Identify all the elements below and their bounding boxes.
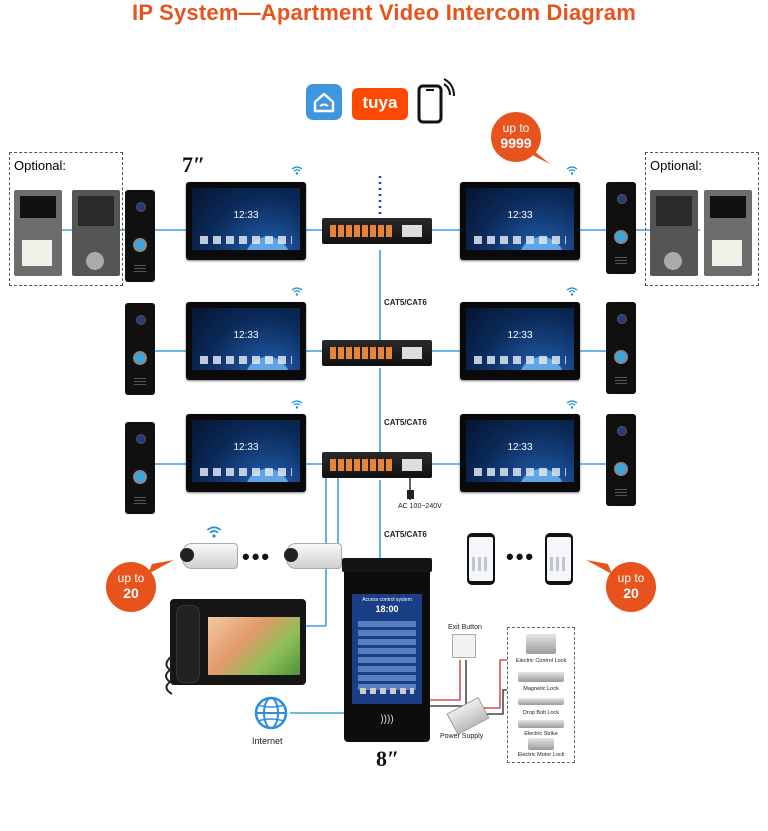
ip-camera-2	[284, 543, 342, 569]
power-input-label: AC 100~240V	[398, 503, 442, 510]
poe-switch-1	[322, 218, 432, 244]
lock-label: Electric Control Lock	[515, 658, 567, 664]
optional-label-left: Optional:	[14, 158, 67, 173]
monitor-clock: 12:33	[233, 442, 259, 453]
badge-monitor-count: up to 9999	[491, 112, 541, 162]
internet-label: Internet	[252, 736, 283, 746]
outdoor-station-rfid-left	[14, 190, 62, 276]
ip-camera-1	[180, 543, 238, 569]
electric-motor-lock-icon	[528, 738, 554, 750]
door-station-left-3	[125, 422, 155, 514]
wifi-icon	[566, 166, 578, 175]
handset-cord	[165, 656, 173, 695]
desk-monitor-handset	[170, 599, 306, 685]
access-screen: Access control system 18:00	[352, 594, 422, 704]
monitor-clock: 12:33	[507, 442, 533, 453]
locks-box: Electric Control Lock Magnetic Lock Drop…	[507, 627, 575, 763]
electric-strike-icon	[518, 720, 564, 728]
indoor-monitor-right-2: 12:33	[460, 302, 580, 380]
indoor-monitor-right-1: 12:33	[460, 182, 580, 260]
wifi-icon	[291, 400, 303, 409]
phone-ellipsis: •••	[506, 544, 536, 569]
power-supply-label: Power Supply	[440, 733, 484, 740]
camera-ellipsis: •••	[242, 544, 272, 569]
indoor-monitor-left-1: 12:33	[186, 182, 306, 260]
indoor-monitor-left-2: 12:33	[186, 302, 306, 380]
smartphone-2	[545, 533, 573, 585]
badge-pointer	[586, 560, 612, 574]
badge-camera-count: up to 20	[106, 562, 156, 612]
smartphone-1	[467, 533, 495, 585]
door-station-right-2	[606, 302, 636, 394]
outdoor-station-camera-right	[650, 190, 698, 276]
indoor-monitor-right-3: 12:33	[460, 414, 580, 492]
outdoor-station-camera-left	[72, 190, 120, 276]
lock-label: Electric Strike	[524, 731, 558, 737]
monitor-clock: 12:33	[233, 330, 259, 341]
door-station-left-2	[125, 303, 155, 395]
door-station-left-1	[125, 190, 155, 282]
outdoor-station-rfid-right	[704, 190, 752, 276]
access-control-panel: Access control system 18:00 ))))	[342, 558, 432, 742]
badge-pointer	[148, 560, 174, 574]
exit-button-label: Exit Button	[448, 624, 482, 631]
badge-monitor-line1: up to	[502, 121, 530, 135]
cable-label: CAT5/CAT6	[383, 530, 428, 539]
door-station-right-3	[606, 414, 636, 506]
smartphone-wifi-icon	[416, 78, 456, 124]
monitor-clock: 12:33	[233, 210, 259, 221]
cable-label: CAT5/CAT6	[383, 298, 428, 307]
wifi-icon	[566, 400, 578, 409]
wifi-icon	[291, 166, 303, 175]
monitor-size-label: 7″	[182, 152, 206, 177]
lock-label: Magnetic Lock	[523, 686, 559, 692]
internet-globe-icon	[254, 696, 288, 730]
exit-button	[452, 634, 476, 658]
monitor-clock: 12:33	[507, 330, 533, 341]
access-panel-size-label: 8″	[376, 746, 400, 771]
lock-label: Drop Bolt Lock	[522, 710, 560, 716]
rfid-icon: ))))	[380, 714, 394, 725]
badge-phone-line1: up to	[617, 571, 645, 585]
access-screen-header: Access control system	[362, 597, 412, 603]
smart-home-icon	[306, 84, 342, 120]
poe-switch-2	[322, 340, 432, 366]
badge-phone-line2: 20	[623, 585, 639, 601]
badge-phone-count: up to 20	[606, 562, 656, 612]
optional-outdoor-box-right	[645, 152, 759, 286]
wifi-icon	[206, 526, 222, 538]
tuya-logo-text: tuya	[362, 93, 398, 112]
electric-control-lock-icon	[526, 634, 556, 654]
magnetic-lock-icon	[518, 672, 564, 682]
optional-label-right: Optional:	[650, 158, 703, 173]
access-screen-time: 18:00	[375, 604, 399, 614]
optional-outdoor-box-left	[9, 152, 123, 286]
monitor-clock: 12:33	[507, 210, 533, 221]
wifi-icon	[566, 287, 578, 296]
wifi-icon	[291, 287, 303, 296]
badge-monitor-line2: 9999	[500, 135, 532, 151]
cable-label: CAT5/CAT6	[383, 418, 428, 427]
tuya-logo: tuya	[352, 88, 408, 120]
drop-bolt-lock-icon	[518, 698, 564, 705]
badge-camera-line2: 20	[123, 585, 139, 601]
diagram-title: IP System—Apartment Video Intercom Diagr…	[132, 0, 636, 25]
indoor-monitor-left-3: 12:33	[186, 414, 306, 492]
badge-camera-line1: up to	[117, 571, 145, 585]
lock-label: Electric Motor Lock	[517, 752, 565, 758]
poe-switch-3	[322, 452, 432, 478]
door-station-right-1	[606, 182, 636, 274]
badge-pointer	[528, 146, 550, 164]
